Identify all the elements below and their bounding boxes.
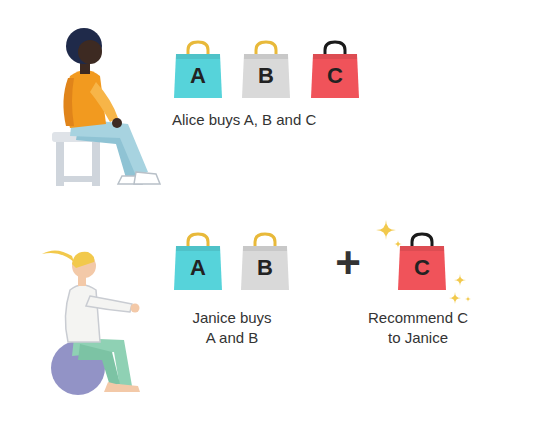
- bag-body: [311, 54, 359, 98]
- bag-handle: [325, 42, 345, 56]
- shopping-bag: C: [397, 232, 447, 290]
- sparkles: [376, 220, 471, 304]
- bag-body: [241, 246, 289, 290]
- bag-fold: [400, 246, 444, 251]
- bag-handle: [188, 42, 208, 56]
- shopping-bag: C: [310, 40, 360, 98]
- bag-fold: [176, 54, 220, 59]
- caption-text: Recommend C to Janice: [364, 308, 472, 348]
- bag-letter: B: [241, 54, 291, 98]
- bag-body: [174, 246, 222, 290]
- caption-text: Alice buys A, B and C: [172, 110, 316, 130]
- bag-fold: [176, 246, 220, 251]
- bag-body: [174, 54, 222, 98]
- shopping-bag: B: [240, 232, 290, 290]
- janice-figure: [42, 250, 140, 395]
- bag-handle: [256, 42, 276, 56]
- bag-fold: [243, 246, 287, 251]
- plus-sign: +: [328, 238, 368, 288]
- bag-handle: [412, 234, 432, 248]
- bag-letter: C: [397, 246, 447, 290]
- bag-letter: A: [173, 54, 223, 98]
- alice-figure: [52, 28, 160, 186]
- bag-letter: C: [310, 54, 360, 98]
- bag-handle: [255, 234, 275, 248]
- bag-body: [242, 54, 290, 98]
- caption-text: Janice buys A and B: [188, 308, 276, 348]
- shopping-bag: B: [241, 40, 291, 98]
- bag-fold: [244, 54, 288, 59]
- bag-body: [398, 246, 446, 290]
- shopping-bag: A: [173, 40, 223, 98]
- bag-fold: [313, 54, 357, 59]
- bag-letter: A: [173, 246, 223, 290]
- bag-letter: B: [240, 246, 290, 290]
- bag-handle: [188, 234, 208, 248]
- shopping-bag: A: [173, 232, 223, 290]
